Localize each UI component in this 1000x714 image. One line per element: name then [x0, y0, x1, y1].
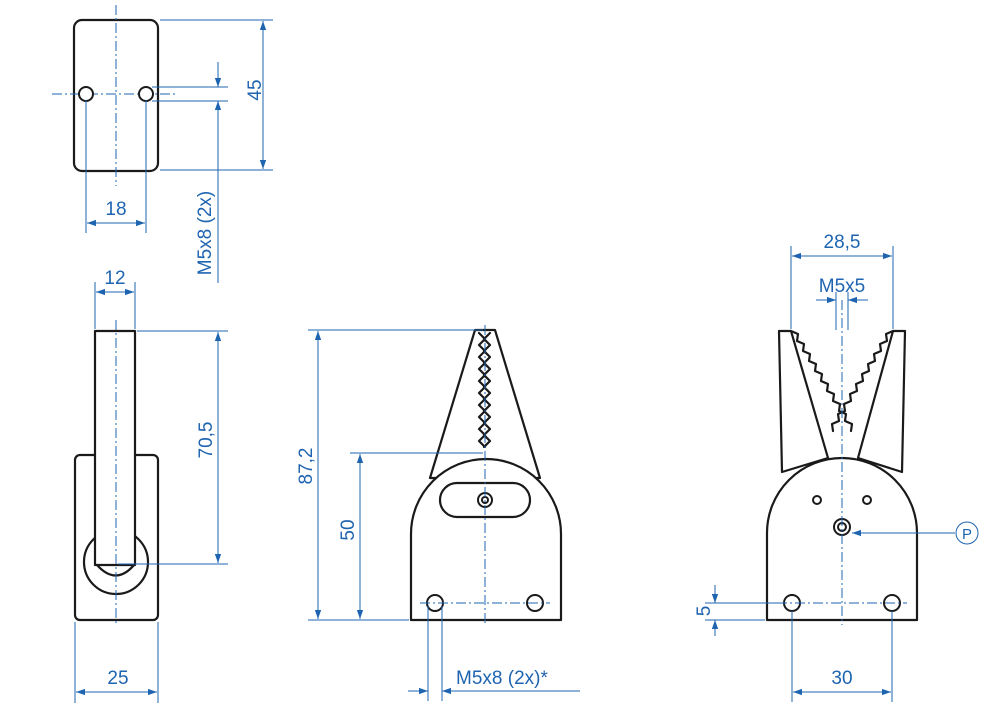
- dim-label-45: 45: [245, 79, 266, 100]
- side-view: 12 70,5 25: [73, 268, 228, 703]
- rear-view-serrations-right: [830, 329, 895, 433]
- dim-label-front-thread: M5x8 (2x)*: [456, 668, 548, 689]
- top-view-hole-right: [138, 86, 154, 102]
- rear-view-serrations-left: [789, 329, 854, 433]
- front-view: 87,2 50 M5x8 (2x)*: [296, 325, 580, 701]
- rear-view-jaw-left: [777, 329, 830, 474]
- top-view: 45 M5x8 (2x) 18: [52, 5, 273, 283]
- rear-view-small-hole-left: [812, 495, 822, 505]
- dim-label-m5x5: M5x5: [819, 276, 865, 297]
- dim-label-25: 25: [107, 668, 128, 689]
- dim-label-18: 18: [105, 199, 126, 220]
- rear-view: 28,5 M5x5 P 5 30: [694, 232, 979, 702]
- side-view-jaw: [93, 329, 137, 567]
- pivot-marker-label: P: [962, 526, 972, 543]
- top-view-hole-left: [78, 86, 94, 102]
- dim-label-70-5: 70,5: [196, 422, 217, 459]
- dim-label-50: 50: [338, 519, 359, 540]
- dim-label-87-2: 87,2: [296, 448, 317, 485]
- rear-view-small-hole-right: [862, 495, 872, 505]
- rear-view-jaw-right: [856, 329, 907, 474]
- dim-label-30: 30: [831, 668, 852, 689]
- dim-label-12: 12: [104, 268, 125, 289]
- dim-label-28-5: 28,5: [824, 232, 861, 253]
- pivot-marker-circle: [955, 521, 979, 545]
- front-view-body: [409, 457, 563, 622]
- dim-label-5: 5: [694, 606, 715, 617]
- dim-label-top-thread: M5x8 (2x): [195, 191, 216, 275]
